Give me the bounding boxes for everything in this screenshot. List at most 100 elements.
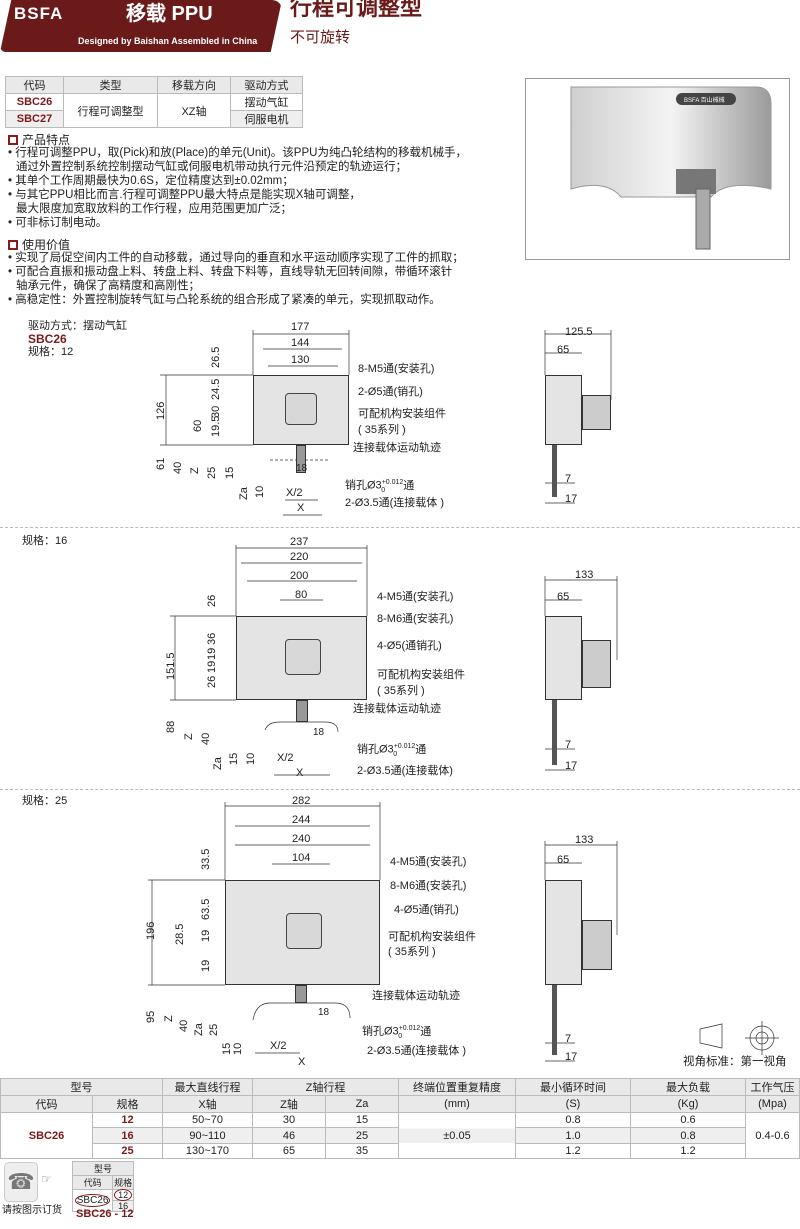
tol-lower: 0 [393, 750, 398, 758]
dim-label: 63.5 [200, 898, 212, 920]
dim-label: 10 [254, 485, 266, 498]
th: 型号 [0, 1078, 163, 1096]
th-type: 类型 [63, 76, 158, 94]
dim-label: 17 [565, 493, 578, 505]
dim-label: 65 [557, 591, 570, 603]
th: 代码 [0, 1095, 93, 1113]
z-rod [295, 985, 307, 1003]
values-heading: 使用价值 [8, 236, 70, 253]
callout-pin-holes: 2-Ø5通(销孔) [358, 386, 423, 398]
dim-label: X/2 [277, 752, 294, 764]
dim-label: 282 [292, 795, 311, 807]
dim-label: 40 [172, 461, 184, 474]
section-icon [8, 134, 18, 145]
dim-label: 196 [145, 921, 157, 940]
model-code: SBC26 [28, 332, 67, 346]
dim-label: 28.5 [174, 923, 186, 945]
th: Z轴 [252, 1095, 326, 1113]
dim-label: 18 [313, 727, 325, 738]
dim-label: 126 [155, 401, 167, 420]
callout-trajectory: 连接载体运动轨迹 [353, 703, 441, 715]
dim-label: 130 [291, 354, 310, 366]
list-item-text: 通过外置控制系统控制摆动气缸或伺服电机带动执行元件沿预定的轨迹运行； [16, 161, 407, 173]
dim-label: 26 [206, 675, 218, 688]
side-view-rod [552, 985, 557, 1055]
x-cell: 90~110 [162, 1127, 253, 1144]
callout-assembly: 可配机构安装组件 [377, 669, 465, 681]
dim-label: 33.5 [200, 848, 212, 870]
za-cell: 15 [325, 1112, 399, 1128]
dim-label: 80 [295, 589, 308, 601]
th: 工作气压 [745, 1078, 800, 1096]
list-item: • 实现了局促空间内工件的自动移载，通过导向的垂直和水平运动顺序实现了工件的抓取… [8, 252, 464, 264]
first-angle-projection-icon [699, 1021, 779, 1055]
th: 最大负载 [630, 1078, 746, 1096]
drive-cell: 伺服电机 [230, 110, 303, 128]
callout-mount-holes-m6: 8-M6通(安装孔) [377, 613, 454, 625]
time-cell: 1.0 [515, 1127, 631, 1144]
callout-series: ( 35系列 ) [388, 946, 436, 958]
front-view-plate-25 [225, 880, 380, 985]
z-cell: 46 [252, 1127, 326, 1144]
brand-banner [0, 0, 282, 52]
spec-label: 规格：12 [28, 346, 74, 358]
th: (S) [515, 1095, 631, 1113]
list-item: • 与其它PPU相比而言.行程可调整PPU最大特点是能实现X轴可调整， [8, 189, 361, 201]
features-title: 产品特点 [22, 133, 71, 147]
code-cell: SBC26 [0, 1112, 93, 1159]
dim-label: 15 [224, 466, 236, 479]
callout-pin-holes: 4-Ø5(通销孔) [377, 640, 442, 652]
side-view-bracket [582, 395, 611, 430]
za-cell: 25 [325, 1127, 399, 1144]
spec-cell: 12 [92, 1112, 163, 1128]
drive-label: 驱动方式：摆动气缸 [28, 320, 127, 332]
through-text: 通 [420, 1025, 432, 1038]
drawing-1-side [544, 330, 612, 504]
dim-label: X/2 [286, 487, 303, 499]
dim-label: 36 [206, 632, 218, 645]
order-hint: 请按图示订货 [2, 1205, 62, 1216]
th-drive: 驱动方式 [230, 76, 303, 94]
drive-cell: 摆动气缸 [230, 93, 303, 111]
callout-mount-holes: 4-M5通(安装孔) [377, 591, 454, 603]
callout-trajectory: 连接载体运动轨迹 [353, 442, 441, 454]
dim-label: 18 [318, 1007, 330, 1018]
callout-mount-holes: 8-M5通(安装孔) [358, 363, 435, 375]
section-icon [8, 239, 18, 250]
pin-text: 销孔Ø3 [357, 743, 394, 756]
callout-pin-holes: 4-Ø5通(销孔) [394, 904, 459, 916]
front-view-plate-12 [253, 375, 349, 445]
code-cell: SBC27 [5, 110, 64, 128]
selected-spec: 12 [114, 1189, 133, 1201]
za-cell: 35 [325, 1143, 399, 1159]
precision-cell: ±0.05 [398, 1112, 516, 1159]
view-angle-label: 视角标准：第一视角 [683, 1056, 787, 1068]
section-divider [0, 527, 800, 528]
callout-assembly: 可配机构安装组件 [388, 931, 476, 943]
dim-label: 17 [565, 1051, 578, 1063]
spec-label: 规格：16 [22, 535, 68, 547]
th: (mm) [398, 1095, 516, 1113]
th: 型号 [72, 1161, 134, 1176]
dim-label: 65 [557, 344, 570, 356]
dim-label: 144 [291, 337, 310, 349]
th: Za [325, 1095, 399, 1113]
load-cell: 0.8 [630, 1127, 746, 1144]
direction-cell: XZ轴 [157, 93, 231, 128]
dim-label: Z [163, 1015, 175, 1022]
side-view-rod [552, 700, 557, 765]
th: 代码 [71, 1175, 114, 1190]
dim-label: 60 [192, 419, 204, 432]
dim-label: 240 [292, 833, 311, 845]
dim-label: 7 [565, 1033, 572, 1045]
dim-label: 26.5 [210, 346, 222, 368]
list-item: • 可非标订制电动。 [8, 217, 108, 229]
dim-label: 19.5 [210, 415, 222, 437]
drawing-1-dimensions [160, 330, 350, 516]
load-cell: 0.6 [630, 1112, 746, 1128]
